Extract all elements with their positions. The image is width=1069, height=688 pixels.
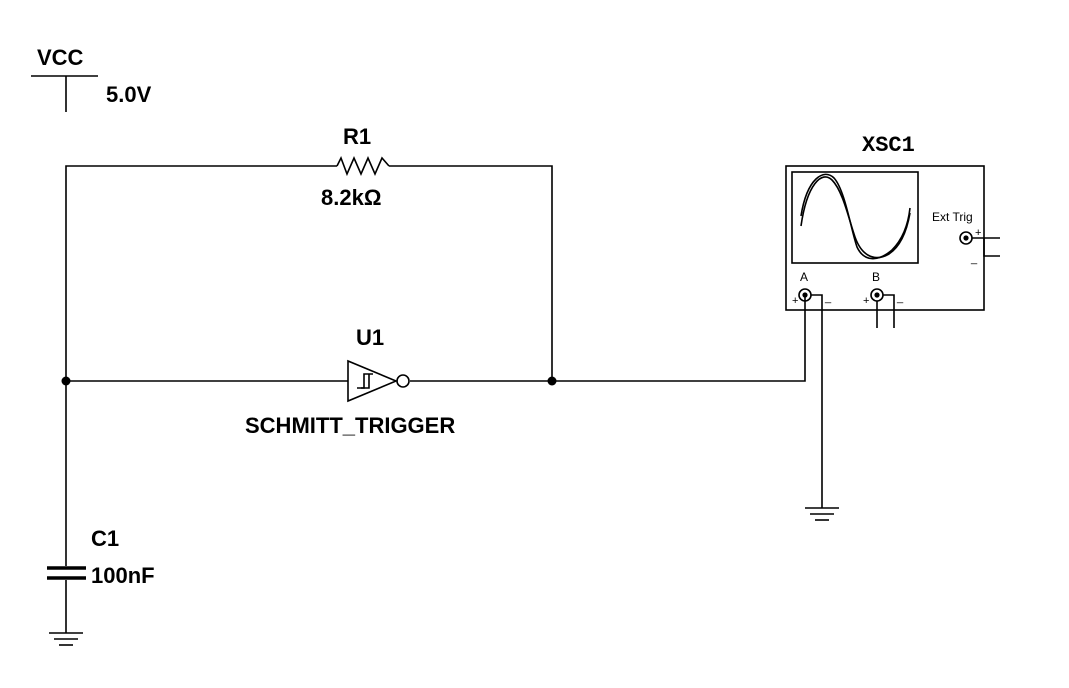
vcc-value: 5.0V [106, 82, 152, 107]
channel-b-minus: _ [896, 292, 904, 304]
junction-dot-right [547, 376, 557, 386]
channel-b-plus: + [863, 295, 869, 307]
ext-trig-plus: + [975, 227, 981, 239]
c1-value: 100nF [91, 563, 155, 588]
vcc-label: VCC [37, 45, 84, 70]
r1-label: R1 [343, 124, 371, 149]
channel-a-minus: _ [824, 292, 832, 304]
channel-a-label: A [800, 270, 808, 284]
xsc1-label: XSC1 [862, 133, 915, 158]
channel-a-terminal[interactable] [798, 288, 823, 508]
vcc-symbol[interactable] [31, 75, 98, 112]
ext-trig-label: Ext Trig [932, 210, 973, 224]
sine-wave-icon [800, 173, 911, 260]
ext-trig-minus: _ [970, 253, 978, 265]
channel-a-plus: + [792, 295, 798, 307]
top-wire [65, 165, 553, 381]
ext-trig-terminal[interactable] [959, 231, 1000, 257]
channel-b-terminal[interactable] [870, 288, 895, 328]
middle-wire [66, 297, 806, 382]
u1-part: SCHMITT_TRIGGER [245, 413, 455, 438]
ground-icon [805, 507, 839, 521]
c1-label: C1 [91, 526, 119, 551]
capacitor-c1[interactable] [47, 566, 86, 580]
u1-label: U1 [356, 325, 384, 350]
oscilloscope-xsc1[interactable] [785, 165, 985, 311]
ground-icon [49, 632, 83, 646]
oscilloscope-screen [791, 171, 919, 264]
channel-b-label: B [872, 270, 880, 284]
resistor-r1[interactable] [336, 156, 390, 177]
schmitt-trigger-u1[interactable] [347, 359, 410, 403]
hysteresis-icon [357, 373, 373, 389]
r1-value: 8.2kΩ [321, 185, 381, 210]
